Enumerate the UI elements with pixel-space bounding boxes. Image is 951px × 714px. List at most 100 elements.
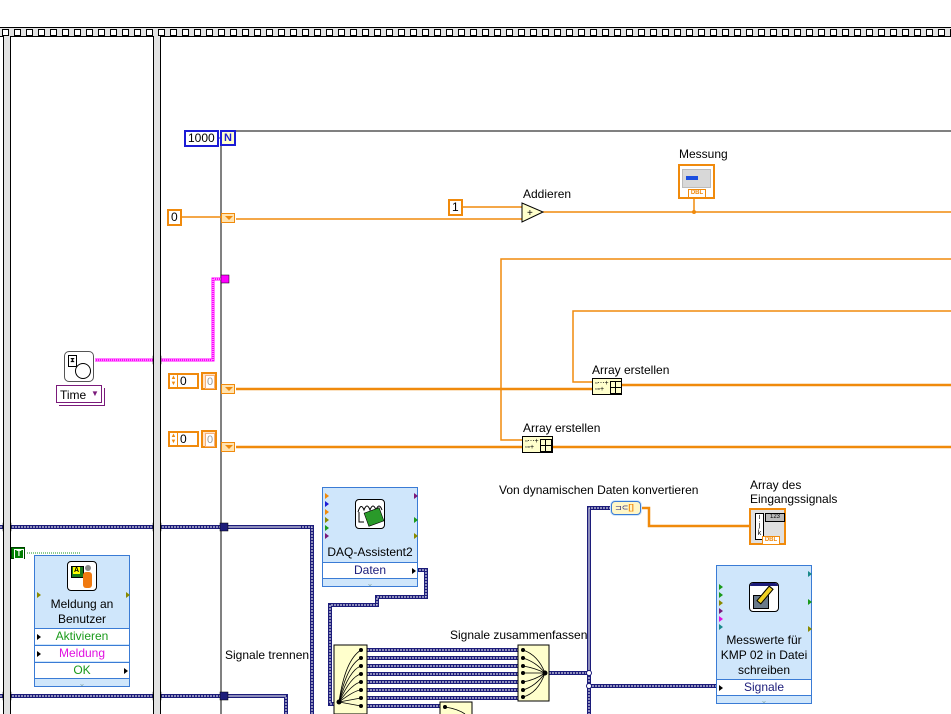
- user-message-title-1: Meldung an: [50, 597, 114, 611]
- measurement-label: Messung: [679, 147, 728, 161]
- sequence-frame-strip: [0, 27, 951, 37]
- frame-sprocket-hole: [686, 29, 693, 36]
- convert-dynamic-node[interactable]: ⊐⊂[]: [611, 501, 641, 515]
- frame-sprocket-hole: [26, 29, 33, 36]
- frame-sprocket-hole: [698, 29, 705, 36]
- build-array-1-node[interactable]: ▫⋯+▫▫+: [592, 378, 622, 395]
- daq-icon: [355, 499, 385, 529]
- add-glyph: +: [527, 208, 533, 219]
- add-node[interactable]: +: [521, 202, 545, 223]
- dynamic-type-icon: ⊐⊂: [615, 503, 629, 512]
- numeric-control-1[interactable]: ▲▼ 0: [168, 373, 199, 389]
- frame-sprocket-hole: [62, 29, 69, 36]
- daq-title: DAQ-Assistent2: [327, 545, 413, 559]
- loop-count-terminal: N: [220, 130, 236, 146]
- frame-sprocket-hole: [74, 29, 81, 36]
- numeric-value-badge: 123: [765, 513, 785, 522]
- frame-sprocket-hole: [530, 29, 537, 36]
- input-array-label-2: Eingangssignals: [750, 492, 838, 506]
- frame-sprocket-hole: [470, 29, 477, 36]
- shift-register-1[interactable]: [221, 213, 235, 223]
- input-array-indicator[interactable]: i j k 123 DBL: [749, 508, 786, 545]
- terminal-aktivieren[interactable]: Aktivieren: [35, 628, 129, 644]
- frame-sprocket-hole: [170, 29, 177, 36]
- time-selector[interactable]: Time ▼: [56, 385, 102, 403]
- frame-sprocket-hole: [482, 29, 489, 36]
- frame-sprocket-hole: [194, 29, 201, 36]
- measurement-indicator[interactable]: DBL: [678, 164, 715, 199]
- frame-sprocket-hole: [518, 29, 525, 36]
- frame-sprocket-hole: [266, 29, 273, 36]
- frame-sprocket-hole: [710, 29, 717, 36]
- frame-sprocket-hole: [806, 29, 813, 36]
- user-message-express-vi[interactable]: A Meldung an Benutzer Aktivieren Meldung…: [34, 555, 130, 689]
- user-message-title-2: Benutzer: [57, 612, 107, 626]
- add-one-constant[interactable]: 1: [448, 199, 463, 216]
- frame-sprocket-hole: [674, 29, 681, 36]
- numeric-control-2[interactable]: ▲▼ 0: [168, 431, 199, 447]
- expand-chevron-icon[interactable]: ⌄: [323, 578, 417, 589]
- loop-count-constant[interactable]: 1000: [184, 130, 219, 147]
- frame-sprocket-hole: [326, 29, 333, 36]
- frame-sprocket-hole: [302, 29, 309, 36]
- frame-sprocket-hole: [854, 29, 861, 36]
- frame-sprocket-hole: [362, 29, 369, 36]
- dynamic-wires: [0, 506, 718, 714]
- numeric-indicator-1: 0: [201, 372, 217, 390]
- frame-sprocket-hole: [386, 29, 393, 36]
- expand-chevron-icon[interactable]: ⌄: [35, 678, 129, 689]
- build-array-2-node[interactable]: ▫⋯+▫▫+: [522, 436, 553, 453]
- frame-sprocket-hole: [878, 29, 885, 36]
- terminal-daten[interactable]: Daten: [323, 562, 417, 578]
- frame-sprocket-hole: [2, 29, 9, 36]
- expand-chevron-icon[interactable]: ⌄: [717, 695, 811, 706]
- frame-sprocket-hole: [146, 29, 153, 36]
- frame-sprocket-hole: [314, 29, 321, 36]
- frame-sprocket-hole: [554, 29, 561, 36]
- frame-sprocket-hole: [290, 29, 297, 36]
- frame-divider-left: [3, 36, 11, 714]
- frame-sprocket-hole: [746, 29, 753, 36]
- frame-sprocket-hole: [722, 29, 729, 36]
- frame-sprocket-hole: [890, 29, 897, 36]
- init-zero-constant[interactable]: 0: [167, 209, 182, 226]
- write-file-express-vi[interactable]: Messwerte für KMP 02 in Datei schreiben …: [716, 565, 812, 706]
- dbl-type-badge: DBL: [688, 189, 706, 198]
- frame-sprocket-hole: [662, 29, 669, 36]
- frame-sprocket-hole: [578, 29, 585, 36]
- frame-sprocket-hole: [902, 29, 909, 36]
- timestamp-loop-tunnel: [220, 274, 230, 284]
- spinner-icon[interactable]: ▲▼: [170, 433, 178, 445]
- bool-true-constant[interactable]: T: [11, 547, 25, 559]
- frame-sprocket-hole: [830, 29, 837, 36]
- time-selector-label: Time: [60, 388, 87, 402]
- frame-sprocket-hole: [278, 29, 285, 36]
- build-array-1-label: Array erstellen: [592, 363, 670, 377]
- frame-sprocket-hole: [134, 29, 141, 36]
- split-signals-label: Signale trennen: [225, 648, 310, 662]
- spinner-icon[interactable]: ▲▼: [170, 375, 178, 387]
- merge-signals-node-2[interactable]: [439, 701, 473, 714]
- frame-sprocket-hole: [182, 29, 189, 36]
- shift-register-3[interactable]: [221, 442, 235, 452]
- frame-sprocket-hole: [542, 29, 549, 36]
- timer-icon[interactable]: ⧗: [64, 351, 94, 382]
- frame-sprocket-hole: [374, 29, 381, 36]
- build-array-icon: ▫⋯+▫▫+: [525, 438, 539, 451]
- frame-sprocket-hole: [230, 29, 237, 36]
- frame-sprocket-hole: [602, 29, 609, 36]
- frame-sprocket-hole: [434, 29, 441, 36]
- merge-signals-node[interactable]: [517, 644, 550, 702]
- build-array-icon: ▫⋯+▫▫+: [595, 380, 609, 393]
- terminal-signale[interactable]: Signale: [717, 679, 811, 695]
- split-signals-node[interactable]: [333, 644, 368, 714]
- terminal-ok[interactable]: OK: [35, 662, 129, 678]
- frame-sprocket-hole: [818, 29, 825, 36]
- shift-register-2[interactable]: [221, 384, 235, 394]
- daq-assistant-express-vi[interactable]: DAQ-Assistent2 Daten ⌄: [322, 487, 418, 589]
- frame-sprocket-hole: [650, 29, 657, 36]
- terminal-meldung[interactable]: Meldung: [35, 645, 129, 661]
- frame-sprocket-hole: [350, 29, 357, 36]
- frame-sprocket-hole: [866, 29, 873, 36]
- slider-icon: [682, 169, 711, 188]
